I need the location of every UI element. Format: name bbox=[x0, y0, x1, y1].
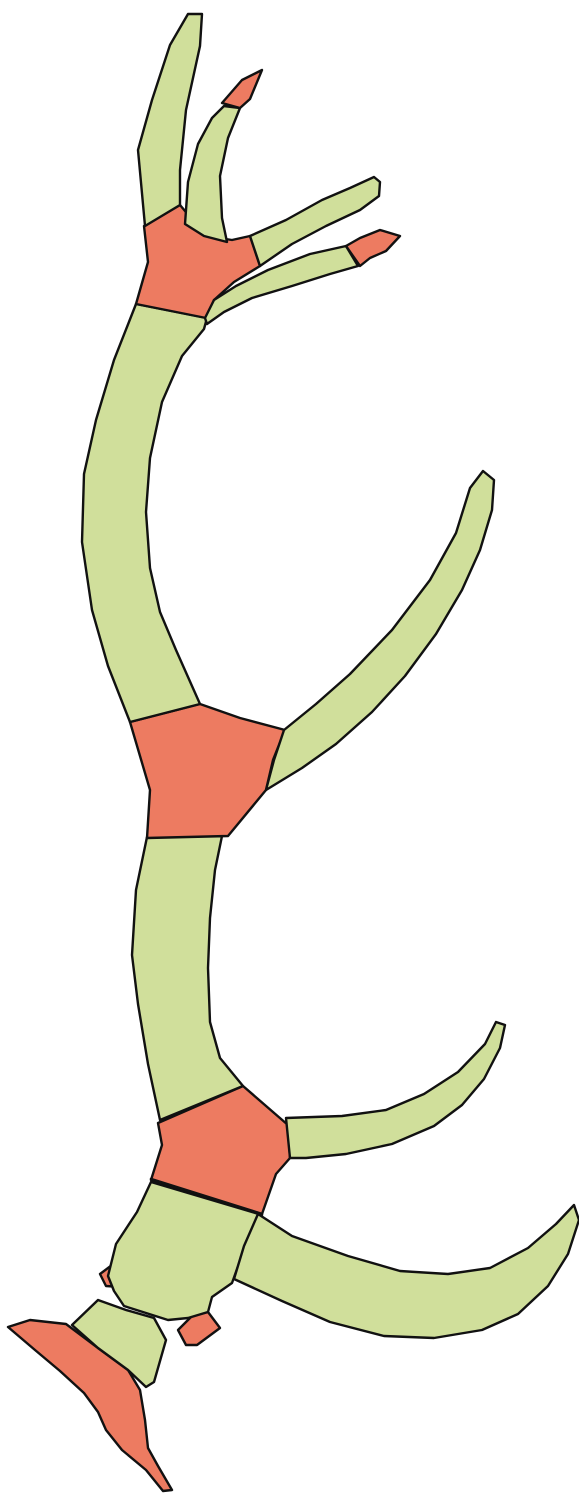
lower-tine-green bbox=[286, 1022, 505, 1158]
middle-joint-red bbox=[130, 704, 285, 838]
crown-tine-2-red-tip bbox=[222, 70, 262, 108]
middle-tine-green bbox=[266, 471, 494, 790]
middle-main-beam-green bbox=[132, 836, 243, 1120]
upper-main-beam-green bbox=[82, 304, 207, 722]
lowest-long-tine-green bbox=[234, 1205, 579, 1338]
crown-tine-2-green bbox=[185, 106, 240, 242]
antler-outline-group bbox=[8, 14, 579, 1491]
